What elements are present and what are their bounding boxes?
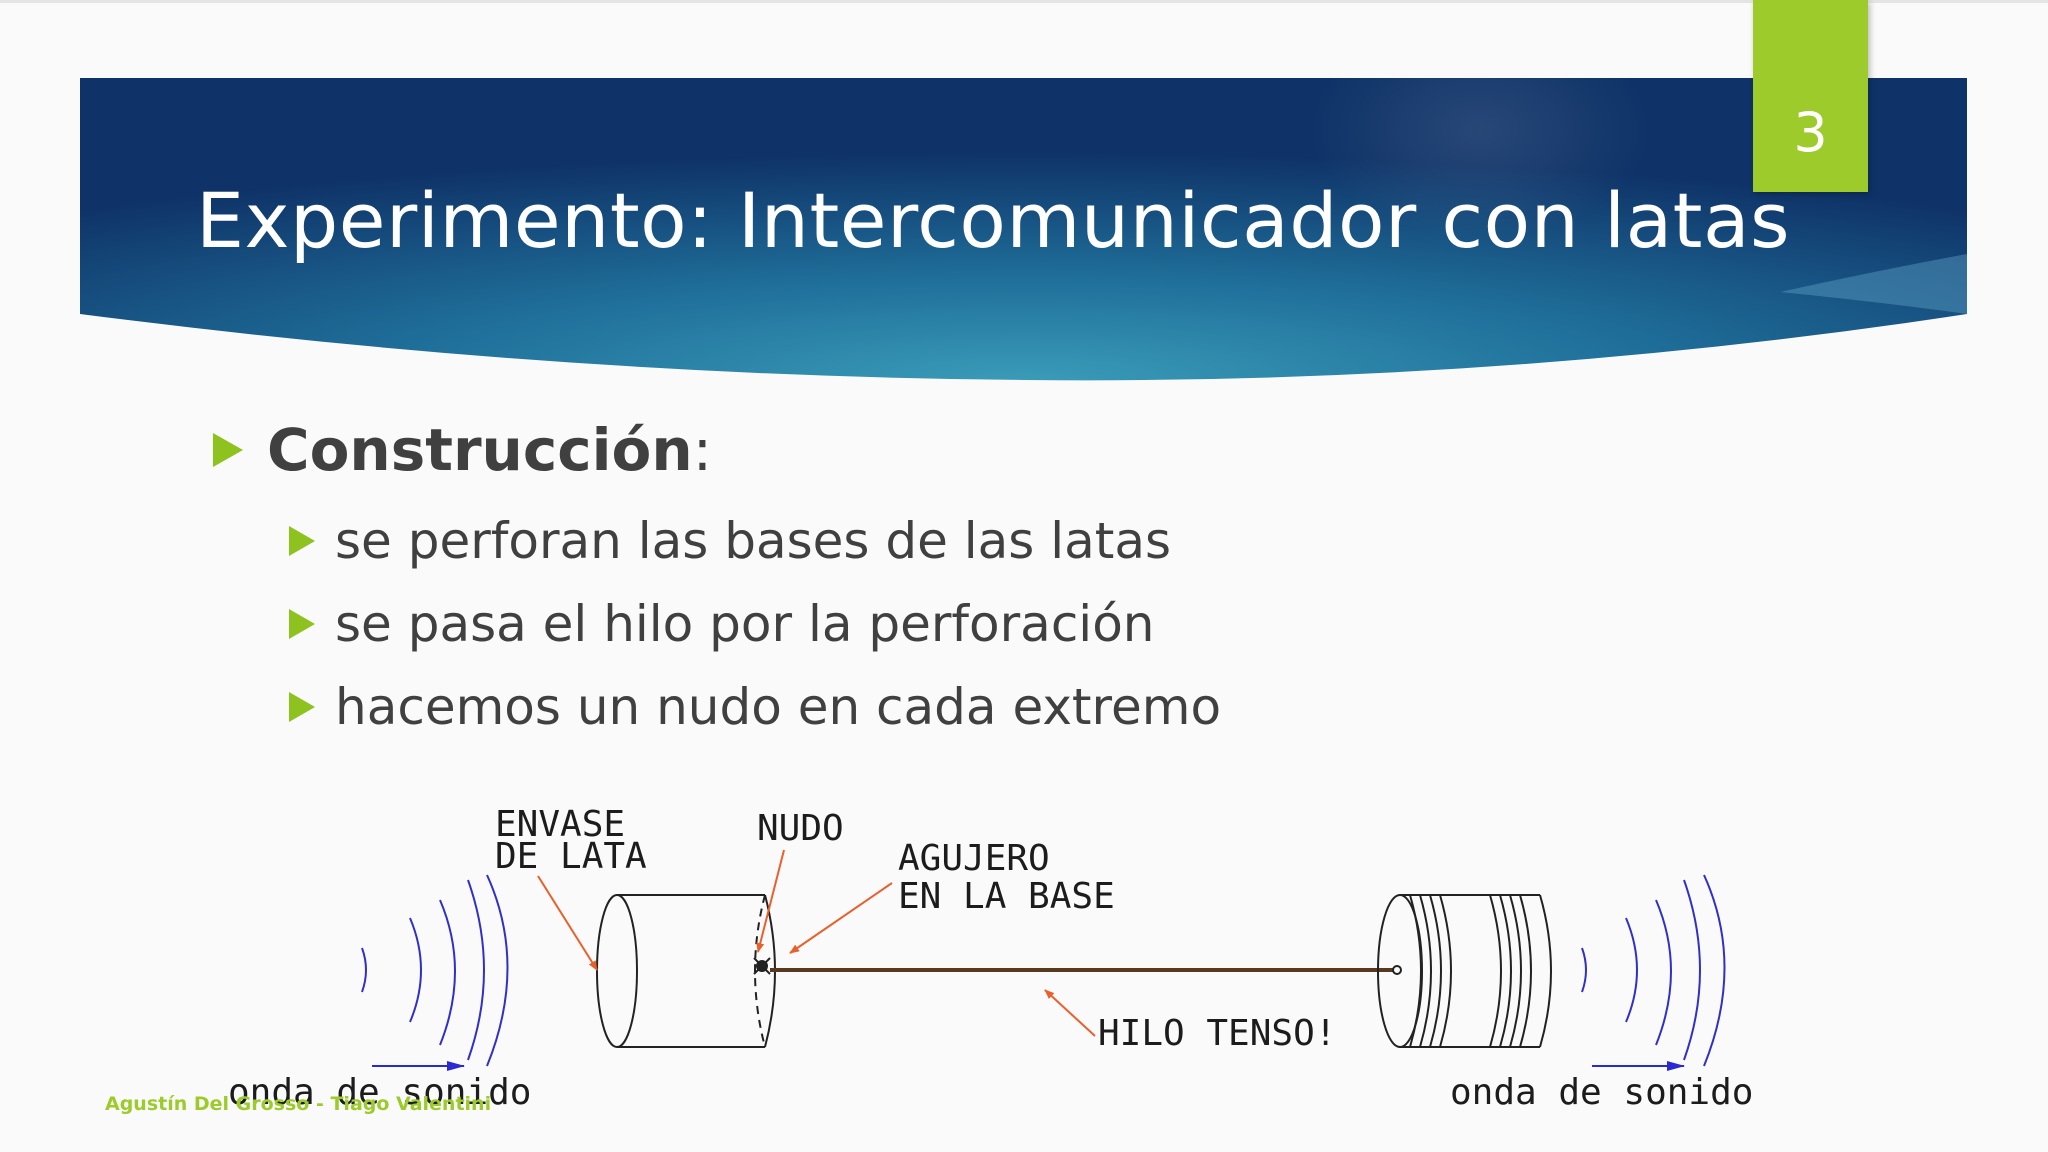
- title-banner: [80, 20, 1967, 381]
- sub-bullet-text: se perforan las bases de las latas: [335, 512, 1172, 570]
- label-hilo-tenso: HILO TENSO!: [1098, 1013, 1336, 1054]
- bullet-arrow-icon: [289, 692, 315, 722]
- top-border: [0, 0, 2048, 3]
- bullet-arrow-icon: [289, 609, 315, 639]
- bullet-arrow-icon: [289, 526, 315, 556]
- footer-authors: Agustín Del Grosso - Tiago Valentini: [105, 1093, 492, 1115]
- heading-bullet: Construcción:: [213, 416, 712, 484]
- heading-strong: Construcción: [267, 416, 693, 484]
- can-right: [1377, 894, 1552, 1048]
- sub-bullet-text: hacemos un nudo en cada extremo: [335, 678, 1222, 736]
- sub-bullet-text: se pasa el hilo por la perforación: [335, 595, 1155, 653]
- label-onda-right: onda de sonido: [1450, 1072, 1753, 1113]
- heading-suffix: :: [692, 416, 713, 484]
- label-nudo: NUDO: [757, 808, 844, 849]
- sound-wave-left: [361, 874, 509, 1067]
- label-en-la-base: EN LA BASE: [898, 876, 1115, 917]
- label-onda-left: onda de sonido: [228, 1072, 531, 1113]
- slide-title: Experimento: Intercomunicador con latas: [196, 176, 1791, 265]
- sub-bullet-2: se pasa el hilo por la perforación: [289, 595, 1154, 653]
- label-agujero: AGUJERO: [898, 838, 1050, 879]
- slide-number: 3: [1793, 101, 1828, 164]
- can-left: [596, 894, 776, 1048]
- label-envase: ENVASE: [495, 804, 625, 845]
- label-de-lata: DE LATA: [495, 836, 647, 877]
- slide-number-tab: 3: [1753, 0, 1868, 192]
- label-arrows: [537, 849, 1096, 1037]
- sub-bullet-1: se perforan las bases de las latas: [289, 512, 1171, 570]
- bullet-arrow-icon: [213, 433, 243, 467]
- sound-wave-right: [1581, 874, 1726, 1067]
- sub-bullet-3: hacemos un nudo en cada extremo: [289, 678, 1221, 736]
